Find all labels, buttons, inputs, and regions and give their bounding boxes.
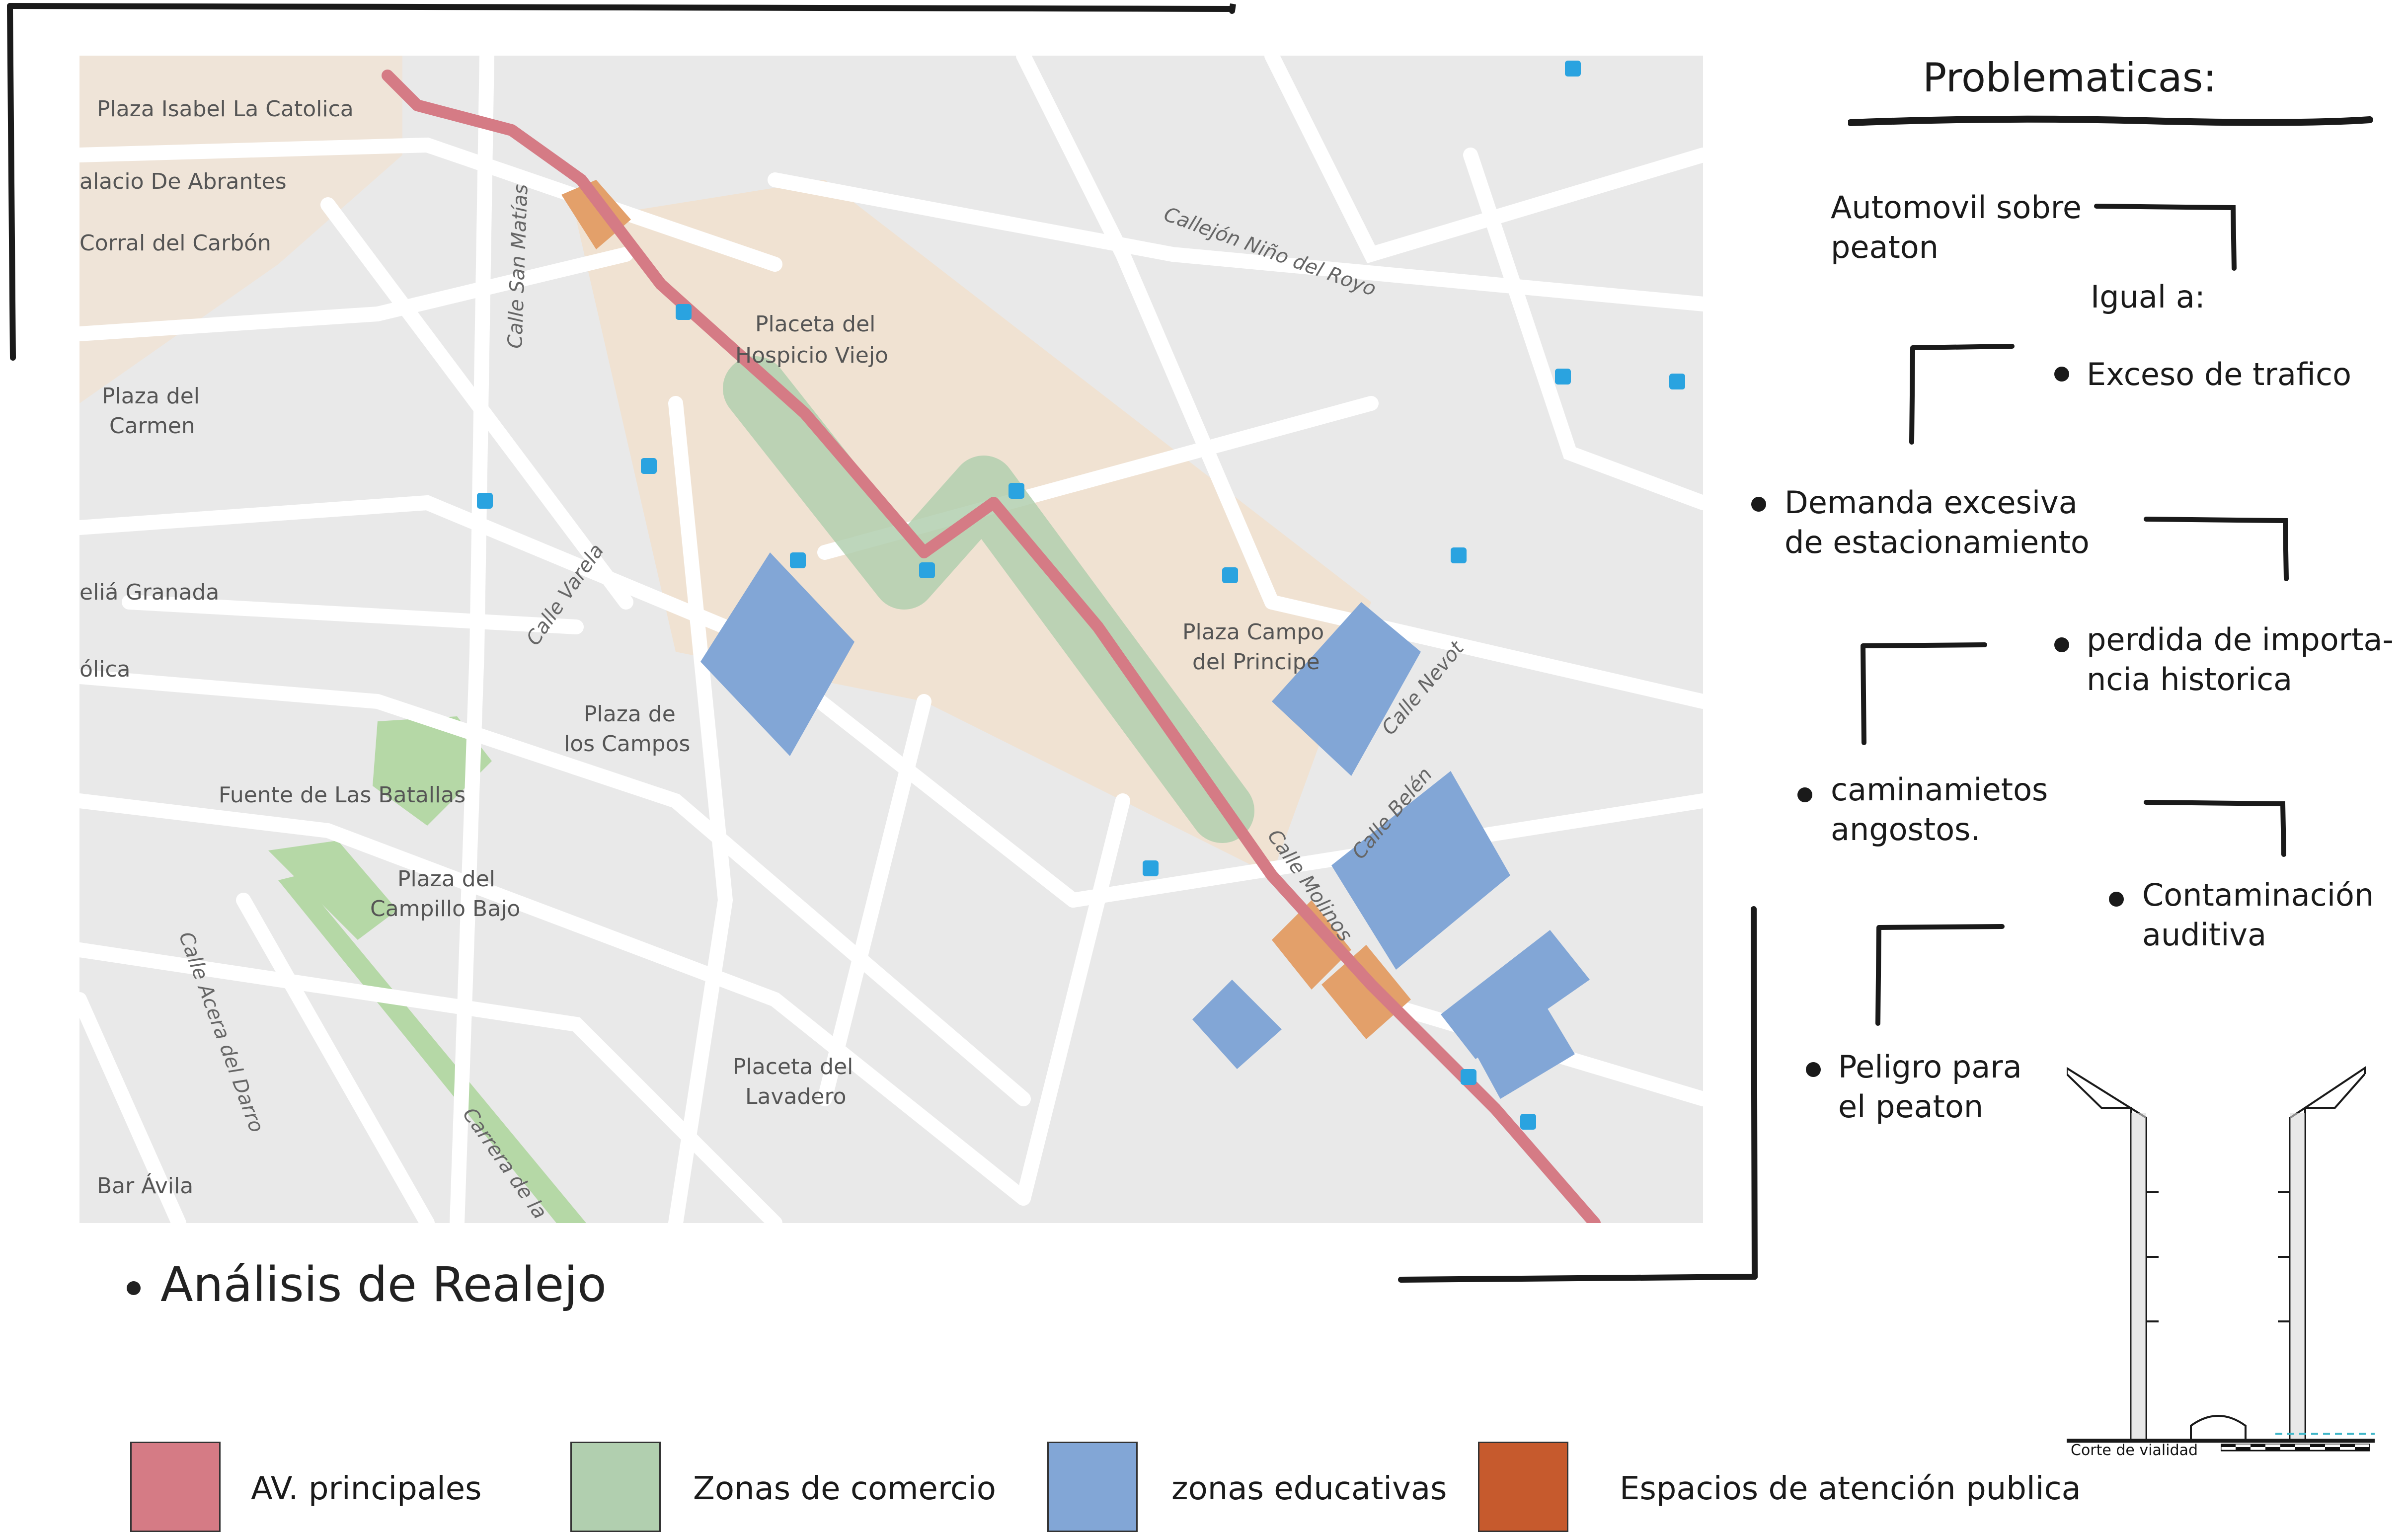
problem-item: Peligro para el peaton (1838, 1047, 2022, 1127)
legend-swatch-main-avenues (130, 1442, 221, 1532)
main-title: Análisis de Realejo (127, 1257, 607, 1312)
education-zone (1471, 1004, 1575, 1099)
problem-item: caminamietos angostos. (1831, 770, 2048, 849)
map-canvas: Plaza Isabel La Catolica alacio De Abran… (72, 48, 1710, 1231)
problem-bullet (2109, 892, 2124, 907)
education-zone (1441, 930, 1590, 1059)
problems-intro-line: peaton (1831, 229, 1939, 265)
public-service-zone (1272, 900, 1351, 990)
legend-label-education: zonas educativas (1171, 1470, 1447, 1507)
problem-item-line: caminamietos (1831, 771, 2048, 808)
map-place-label: Bar Ávila (97, 1172, 193, 1199)
problem-bullet (2054, 637, 2069, 652)
bus-stop-icons (477, 61, 1685, 1130)
map-place-label: Placeta del (733, 1054, 853, 1079)
problem-item: Demanda excesiva de estacionamiento (1785, 483, 2090, 562)
problem-item-line: ncia historica (2087, 661, 2293, 697)
problems-intro: Automovil sobre peaton (1831, 188, 2082, 267)
map-place-label: los Campos (564, 731, 690, 757)
legend-swatch-public-service (1478, 1442, 1568, 1532)
education-zone (1272, 602, 1421, 776)
title-bullet (127, 1281, 141, 1295)
map-place-label: Plaza de (584, 701, 676, 727)
legend-label-public-service: Espacios de atención publica (1620, 1470, 2081, 1507)
problem-item: perdida de importa- ncia historica (2087, 620, 2394, 699)
map-place-label: Plaza Isabel La Catolica (97, 96, 354, 122)
main-avenue (382, 70, 1601, 1229)
legend-label-commerce: Zonas de comercio (693, 1470, 996, 1507)
problems-title: Problematicas: (1923, 55, 2217, 101)
problem-item-line: angostos. (1831, 811, 1981, 847)
section-caption: Corte de vialidad (2071, 1442, 2198, 1459)
map-park (373, 716, 492, 826)
education-zone (700, 552, 854, 756)
map-place-label: Carmen (109, 413, 195, 439)
problem-bullet (1751, 497, 1766, 512)
map-place-label: del Principe (1192, 649, 1320, 675)
education-zone (1331, 771, 1510, 970)
legend-label-main-avenues: AV. principales (251, 1470, 482, 1507)
map-place-label: Plaza del (397, 866, 495, 892)
map-streets (72, 48, 1710, 1231)
legend-swatch-education (1047, 1442, 1138, 1532)
problem-item-line: el peaton (1838, 1088, 1984, 1125)
problems-equals: Igual a: (2091, 279, 2205, 315)
map-park (268, 841, 397, 940)
public-service-zone (1321, 945, 1411, 1039)
problem-bullet (1806, 1062, 1821, 1077)
problem-bullet (1797, 787, 1812, 802)
problem-connectors (1861, 204, 2289, 1026)
problem-item: Exceso de trafico (2087, 355, 2351, 394)
section-scale-bar (2221, 1444, 2370, 1452)
problems-title-underline (1848, 115, 2373, 126)
problem-bullet (2054, 367, 2069, 382)
map-place-label: Corral del Carbón (79, 231, 271, 256)
problem-item-line: auditiva (2142, 917, 2267, 953)
problem-item-line: Contaminación (2142, 877, 2374, 913)
problem-item-line: de estacionamiento (1785, 524, 2090, 560)
problem-item-line: Demanda excesiva (1785, 484, 2078, 521)
education-zone (1192, 980, 1282, 1069)
main-title-text: Análisis de Realejo (160, 1257, 607, 1312)
legend-swatch-commerce (570, 1442, 661, 1532)
map-place-label: eliá Granada (79, 580, 219, 605)
problems-intro-line: Automovil sobre (1831, 189, 2082, 226)
realejo-map: Plaza Isabel La Catolica alacio De Abran… (72, 48, 1710, 1231)
map-place-label: Lavadero (745, 1084, 847, 1109)
map-place-label: ólica (79, 657, 131, 682)
problem-item-line: Exceso de trafico (2087, 356, 2352, 392)
map-park-strip (278, 875, 586, 1223)
map-place-label: Plaza del (102, 384, 200, 409)
map-place-label: Placeta del (755, 311, 875, 337)
street-section-sketch (2067, 1066, 2375, 1443)
problem-item-line: Peligro para (1838, 1049, 2022, 1085)
map-place-label: Campillo Bajo (370, 896, 520, 922)
map-place-label: alacio De Abrantes (79, 169, 287, 194)
map-place-label: Fuente de Las Batallas (219, 782, 466, 808)
problem-item-line: perdida de importa- (2087, 621, 2394, 658)
problem-item: Contaminación auditiva (2142, 875, 2374, 955)
map-place-label: Plaza Campo (1182, 619, 1324, 645)
map-place-label: Hospicio Viejo (735, 343, 888, 368)
